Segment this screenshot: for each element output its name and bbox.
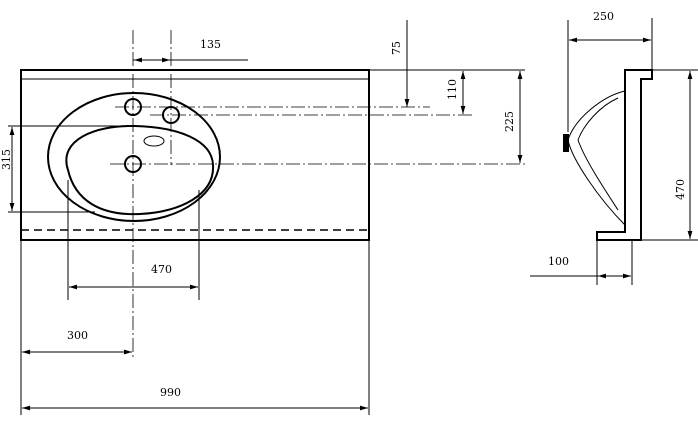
countertop-outline xyxy=(20,69,370,241)
side-basin-curve xyxy=(567,90,626,226)
dim-label-110: 110 xyxy=(446,79,459,100)
dim-label-990: 990 xyxy=(160,386,181,399)
side-dim-label-100: 100 xyxy=(548,255,569,268)
dim-label-470: 470 xyxy=(151,263,172,276)
dim-label-225: 225 xyxy=(503,111,516,132)
overflow-hole xyxy=(143,135,165,147)
side-dim-label-250: 250 xyxy=(593,10,614,23)
front-view: 135 75 110 225 315 470 300 990 xyxy=(0,20,525,415)
dim-label-135: 135 xyxy=(200,38,221,51)
basin-outer xyxy=(47,92,221,222)
side-drain-block xyxy=(563,134,569,152)
side-profile xyxy=(596,69,653,241)
side-dim-label-470: 470 xyxy=(674,179,687,200)
dim-label-300: 300 xyxy=(67,329,88,342)
basin-bowl xyxy=(65,124,215,216)
dim-label-315: 315 xyxy=(0,149,13,170)
side-basin-inner xyxy=(577,97,619,211)
dim-label-75: 75 xyxy=(390,41,403,55)
side-view: 250 470 100 xyxy=(530,10,698,285)
